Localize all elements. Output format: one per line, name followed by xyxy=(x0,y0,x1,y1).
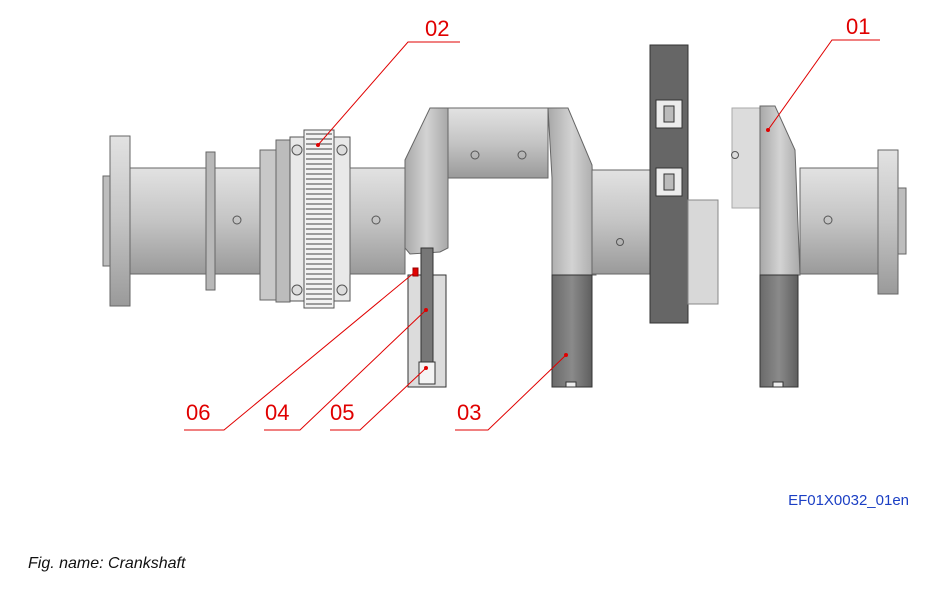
leader-01 xyxy=(767,39,880,131)
crank-web-2 xyxy=(731,105,801,276)
leader-02 xyxy=(317,41,460,146)
gear-teeth xyxy=(306,133,332,305)
leader-03 xyxy=(455,354,567,431)
right-flange xyxy=(799,149,907,295)
callout-05: 05 xyxy=(330,400,355,425)
leader-dots xyxy=(316,128,770,370)
counterweight-assembly xyxy=(407,247,447,388)
figure-code: EF01X0032_01en xyxy=(788,492,909,509)
left-flange xyxy=(102,135,291,307)
callout-02: 02 xyxy=(425,16,450,41)
main-journal-1 xyxy=(349,167,406,275)
callout-04: 04 xyxy=(265,400,290,425)
counterweight-03 xyxy=(551,274,593,388)
leader-05 xyxy=(330,367,427,431)
leader-lines xyxy=(184,39,880,431)
crank-web-1 xyxy=(404,107,597,276)
figure-caption: Fig. name: Crankshaft xyxy=(28,555,186,572)
callout-03: 03 xyxy=(457,400,482,425)
leader-04 xyxy=(264,309,427,431)
callout-06: 06 xyxy=(186,400,211,425)
bearing-block xyxy=(649,44,719,324)
callout-01: 01 xyxy=(846,14,871,39)
counterweight-right xyxy=(759,274,799,388)
gear xyxy=(289,129,351,309)
leader-06 xyxy=(184,271,416,431)
main-journal-2 xyxy=(591,169,651,275)
